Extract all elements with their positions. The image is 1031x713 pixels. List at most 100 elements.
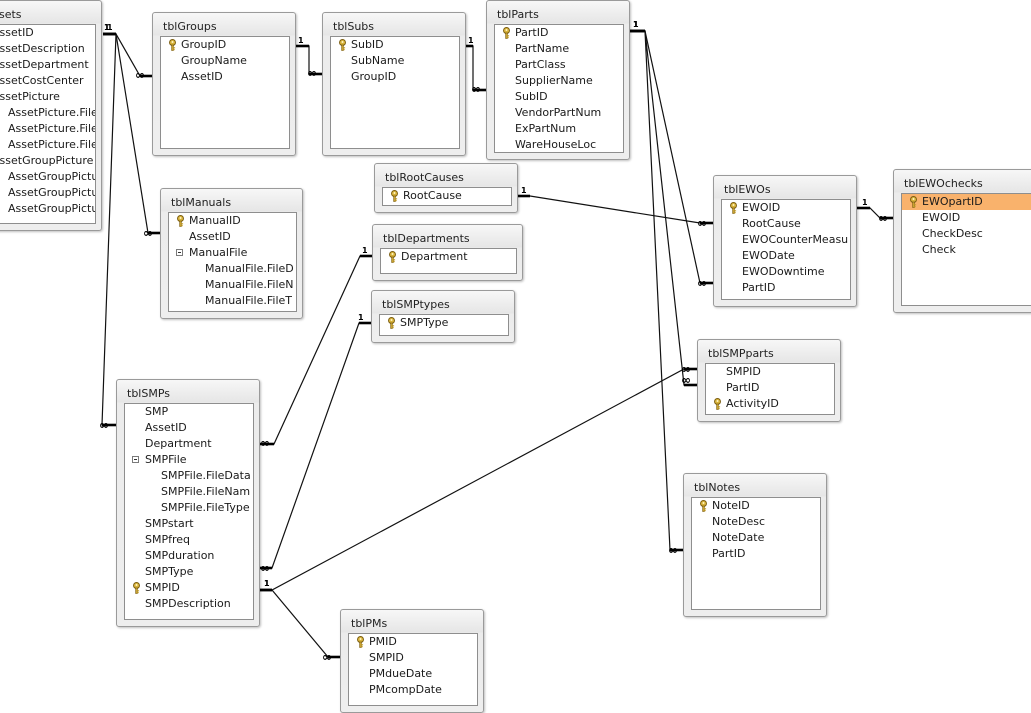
relationship-line[interactable] <box>260 589 340 658</box>
field-row[interactable]: SubID <box>331 37 459 53</box>
field-row[interactable]: NoteID <box>692 498 820 514</box>
field-row[interactable]: SubName <box>331 53 459 69</box>
field-row[interactable]: ManualFile.FileN <box>169 277 296 293</box>
relationship-line[interactable] <box>260 322 371 569</box>
field-row[interactable]: GroupName <box>161 53 289 69</box>
field-row[interactable]: AssetID <box>161 69 289 85</box>
field-row[interactable]: NoteDate <box>692 530 820 546</box>
field-row[interactable]: AssetID <box>0 25 95 41</box>
field-list[interactable]: AssetIDAssetDescriptionAssetDepartmentAs… <box>0 24 96 224</box>
relationship-subs-parts[interactable]: 1∞ <box>466 36 486 96</box>
relationship-assets-smps[interactable]: 1∞ <box>99 23 117 432</box>
field-row[interactable]: SMP <box>125 404 253 420</box>
relationship-line[interactable] <box>630 30 697 386</box>
field-row[interactable]: VendorPartNum <box>495 105 623 121</box>
relationship-parts-smpparts[interactable]: 1∞ <box>630 20 697 387</box>
relationship-smptypes-smps[interactable]: 1∞ <box>260 313 371 575</box>
field-row[interactable]: SMPID <box>125 580 253 596</box>
field-row[interactable]: PMID <box>349 634 477 650</box>
field-row[interactable]: RootCause <box>722 216 850 232</box>
field-row[interactable]: AssetGroupPicture <box>0 153 95 169</box>
field-row[interactable]: ActivityID <box>706 396 834 412</box>
relationship-parts-ewos[interactable]: 1∞ <box>630 20 713 290</box>
field-row[interactable]: NoteDesc <box>692 514 820 530</box>
field-row[interactable]: PMdueDate <box>349 666 477 682</box>
collapse-icon[interactable] <box>176 249 183 256</box>
field-row[interactable]: ManualFile <box>169 245 296 261</box>
field-row[interactable]: SupplierName <box>495 73 623 89</box>
field-row[interactable]: Department <box>125 436 253 452</box>
field-row[interactable]: SMPDescription <box>125 596 253 612</box>
field-row[interactable]: AssetID <box>125 420 253 436</box>
field-row[interactable]: EWOID <box>722 200 850 216</box>
field-row[interactable]: AssetDescription <box>0 41 95 57</box>
field-row[interactable]: AssetPicture <box>0 89 95 105</box>
field-row[interactable]: ManualFile.FileT <box>169 293 296 309</box>
field-row[interactable]: AssetCostCenter <box>0 73 95 89</box>
field-row[interactable]: GroupID <box>161 37 289 53</box>
relationship-groups-subs[interactable]: 1∞ <box>296 36 322 80</box>
field-row[interactable]: PartID <box>706 380 834 396</box>
field-row[interactable]: AssetGroupPictu <box>0 201 95 217</box>
field-row[interactable]: SMPType <box>125 564 253 580</box>
relationship-smps-pms[interactable]: 1∞ <box>260 579 340 664</box>
field-row[interactable]: SMPFile <box>125 452 253 468</box>
field-row[interactable]: AssetGroupPictu <box>0 185 95 201</box>
field-row[interactable]: EWOpartID <box>902 194 1031 210</box>
collapse-icon[interactable] <box>132 456 139 463</box>
field-row[interactable]: WareHouseLoc <box>495 137 623 152</box>
field-row[interactable]: PartName <box>495 41 623 57</box>
relationship-line[interactable] <box>260 368 697 591</box>
field-row[interactable]: PartID <box>495 25 623 41</box>
field-row[interactable]: AssetPicture.File <box>0 121 95 137</box>
field-row[interactable]: EWODowntime <box>722 264 850 280</box>
field-row[interactable]: AssetPicture.File <box>0 105 95 121</box>
field-row[interactable]: SMPFile.FileType <box>125 500 253 516</box>
field-row[interactable]: SMPduration <box>125 548 253 564</box>
relationship-ewos-ewochecks[interactable]: 1∞ <box>857 198 893 225</box>
field-row[interactable]: AssetPicture.File <box>0 137 95 153</box>
field-row[interactable]: SMPID <box>349 650 477 666</box>
field-row[interactable]: ManualFile.FileD <box>169 261 296 277</box>
field-list[interactable]: SMPType <box>379 314 509 336</box>
field-row[interactable]: SMPType <box>380 315 508 331</box>
table-assets[interactable]: setsAssetIDAssetDescriptionAssetDepartme… <box>0 0 102 231</box>
field-row[interactable]: GroupID <box>331 69 459 85</box>
field-row[interactable]: AssetID <box>169 229 296 245</box>
field-row[interactable]: ManualID <box>169 213 296 229</box>
field-row[interactable]: SMPFile.FileData <box>125 468 253 484</box>
field-row[interactable]: CheckDesc <box>902 226 1031 242</box>
field-row[interactable]: PMcompDate <box>349 682 477 698</box>
field-row[interactable]: PartID <box>692 546 820 562</box>
field-row[interactable]: Check <box>902 242 1031 258</box>
field-row[interactable]: PartID <box>722 280 850 296</box>
relationship-rootcauses-ewos[interactable]: 1∞ <box>518 186 713 230</box>
relationship-smps-smpparts[interactable]: 1∞ <box>260 362 697 592</box>
field-row[interactable]: AssetDepartment <box>0 57 95 73</box>
relationship-parts-notes[interactable]: 1∞ <box>630 20 683 557</box>
field-row[interactable]: PartClass <box>495 57 623 73</box>
relationship-line[interactable] <box>630 30 713 284</box>
field-row[interactable]: SMPfreq <box>125 532 253 548</box>
